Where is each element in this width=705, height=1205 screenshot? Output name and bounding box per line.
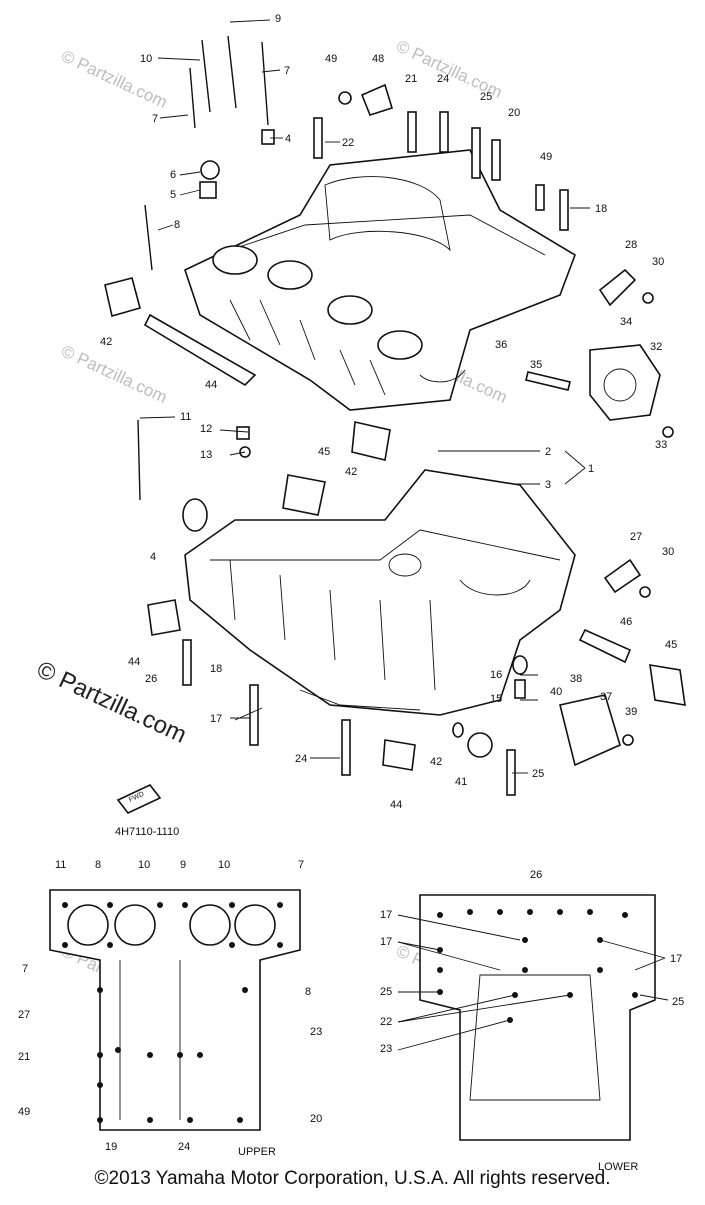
- callout-39: 40: [550, 686, 562, 698]
- callout-26: 26: [145, 673, 157, 685]
- callout-13: 13: [200, 449, 212, 461]
- callout-9: 9: [275, 13, 281, 25]
- callout-28: 27: [630, 531, 642, 543]
- upper-callout-21: 21: [18, 1051, 30, 1063]
- callout-11: 11: [180, 411, 191, 423]
- lower-callout-17: 17: [670, 953, 682, 965]
- callout-8: 8: [174, 219, 180, 231]
- upper-callout-11: 11: [55, 859, 66, 871]
- upper-callout-7: 7: [298, 859, 304, 871]
- callout-19: 18: [595, 203, 607, 215]
- callout-42: 42: [100, 336, 112, 348]
- lower-crankcase: [184, 469, 576, 716]
- upper-callout-7: 7: [22, 963, 28, 975]
- lower-label: LOWER: [598, 1161, 638, 1173]
- small-parts: [104, 83, 686, 771]
- lower-callout-17: 17: [380, 909, 392, 921]
- callout-14: 4: [150, 551, 156, 563]
- copyright-notice: ©2013 Yamaha Motor Corporation, U.S.A. A…: [94, 1168, 611, 1189]
- callout-7: 7: [284, 65, 290, 77]
- callout-15: 15: [490, 693, 502, 705]
- watermark-text: © Partzilla.com: [58, 46, 170, 112]
- callout-2: 2: [545, 446, 551, 458]
- studs-and-bolts: [137, 35, 569, 796]
- callout-42: 42: [345, 466, 357, 478]
- upper-callout-23: 23: [310, 1026, 322, 1038]
- lower-callout-22: 22: [380, 1016, 392, 1028]
- callout-1: 1: [588, 463, 594, 475]
- callout-46: 46: [620, 616, 632, 628]
- lower-callout-25: 25: [380, 986, 392, 998]
- upper-callout-49: 49: [18, 1106, 30, 1118]
- callout-6: 6: [170, 169, 176, 181]
- callout-25: 25: [532, 768, 544, 780]
- fwd-arrow: FWD: [116, 784, 162, 814]
- callout-44: 44: [128, 656, 140, 668]
- callout-34: 35: [530, 359, 542, 371]
- callout-23: 22: [342, 137, 354, 149]
- callout-36: 37: [600, 691, 612, 703]
- callout-20: 21: [405, 73, 417, 85]
- upper-callout-8: 8: [95, 859, 101, 871]
- callout-17: 17: [210, 713, 222, 725]
- callout-40: 41: [455, 776, 467, 788]
- callout-41: 42: [430, 756, 442, 768]
- upper-callout-8: 8: [305, 986, 311, 998]
- callout-12: 12: [200, 423, 212, 435]
- callout-4: 4: [285, 133, 291, 145]
- upper-callout-27: 27: [18, 1009, 30, 1021]
- callout-3: 3: [545, 479, 551, 491]
- callout-numbers: 9 10 7 7 4 6 5 8 49 48 21 24 25 20 22 49…: [100, 13, 677, 811]
- callout-16: 16: [490, 669, 502, 681]
- upper-callout-20: 20: [310, 1113, 322, 1125]
- callout-22: 24: [295, 753, 307, 765]
- callout-48: 49: [325, 53, 337, 65]
- lower-callout-17: 17: [380, 936, 392, 948]
- leader-lines: [139, 19, 590, 774]
- upper-callout-24: 24: [178, 1141, 190, 1153]
- upper-callout-9: 9: [180, 859, 186, 871]
- callout-32: 33: [655, 439, 667, 451]
- part-number: 4H7110-1110: [115, 826, 179, 838]
- callout-44: 44: [390, 799, 402, 811]
- callout-43: 44: [205, 379, 217, 391]
- callout-45: 45: [665, 639, 677, 651]
- lower-bolt-diagram: 26 17 17 17 25 25 22 23 LOWER: [380, 869, 684, 1173]
- callout-45: 45: [318, 446, 330, 458]
- callout-31: 32: [650, 341, 662, 353]
- lower-callout-23: 23: [380, 1043, 392, 1055]
- lower-callout-25: 25: [672, 996, 684, 1008]
- upper-crankcase: [184, 149, 576, 411]
- upper-callout-10: 10: [138, 859, 150, 871]
- callout-30: 30: [652, 256, 664, 268]
- callout-47: 48: [372, 53, 384, 65]
- callout-33: 34: [620, 316, 632, 328]
- watermark-text: © Partzilla.com: [58, 341, 170, 407]
- callout-37: 38: [570, 673, 582, 685]
- callout-30: 30: [662, 546, 674, 558]
- callout-18: 18: [210, 663, 222, 675]
- callout-38: 39: [625, 706, 637, 718]
- upper-callout-19: 19: [105, 1141, 117, 1153]
- callout-29: 28: [625, 239, 637, 251]
- callout-5: 5: [170, 189, 176, 201]
- lower-callout-26: 26: [530, 869, 542, 881]
- callout-10: 10: [140, 53, 152, 65]
- callout-24: 25: [480, 91, 492, 103]
- callout-27: 24: [437, 73, 449, 85]
- callout-7: 7: [152, 113, 158, 125]
- callout-21: 20: [508, 107, 520, 119]
- upper-callout-10: 10: [218, 859, 230, 871]
- upper-bolt-diagram: 11 8 10 9 10 7 7 8 27 23 21 49 19 24 20 …: [18, 859, 322, 1158]
- callout-49: 49: [540, 151, 552, 163]
- upper-label: UPPER: [238, 1146, 276, 1158]
- callout-35: 36: [495, 339, 507, 351]
